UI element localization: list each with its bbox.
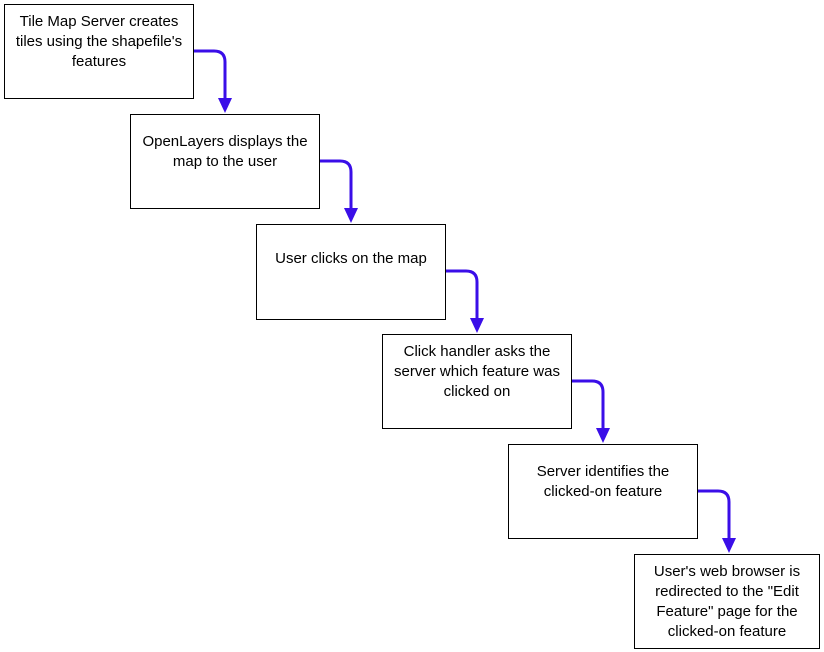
connector-2-to-3 <box>320 159 358 223</box>
step-label: Click handler asks the server which feat… <box>394 342 560 400</box>
step-label: Tile Map Server creates tiles using the … <box>15 12 183 70</box>
step-label: User clicks on the map <box>275 249 427 267</box>
step-label: User's web browser is redirected to the … <box>653 562 801 640</box>
step-box-tile-server: Tile Map Server creates tiles using the … <box>4 4 194 99</box>
step-box-redirect: User's web browser is redirected to the … <box>634 554 820 649</box>
connector-5-to-6 <box>698 489 736 553</box>
step-label: Server identifies the clicked-on feature <box>536 462 670 500</box>
connector-1-to-2 <box>194 49 232 113</box>
step-label: OpenLayers displays the map to the user <box>142 132 308 170</box>
step-box-server-identify: Server identifies the clicked-on feature <box>508 444 698 539</box>
step-box-click-handler: Click handler asks the server which feat… <box>382 334 572 429</box>
step-box-openlayers: OpenLayers displays the map to the user <box>130 114 320 209</box>
connector-3-to-4 <box>446 269 484 333</box>
connector-4-to-5 <box>572 379 610 443</box>
step-box-user-click: User clicks on the map <box>256 224 446 320</box>
